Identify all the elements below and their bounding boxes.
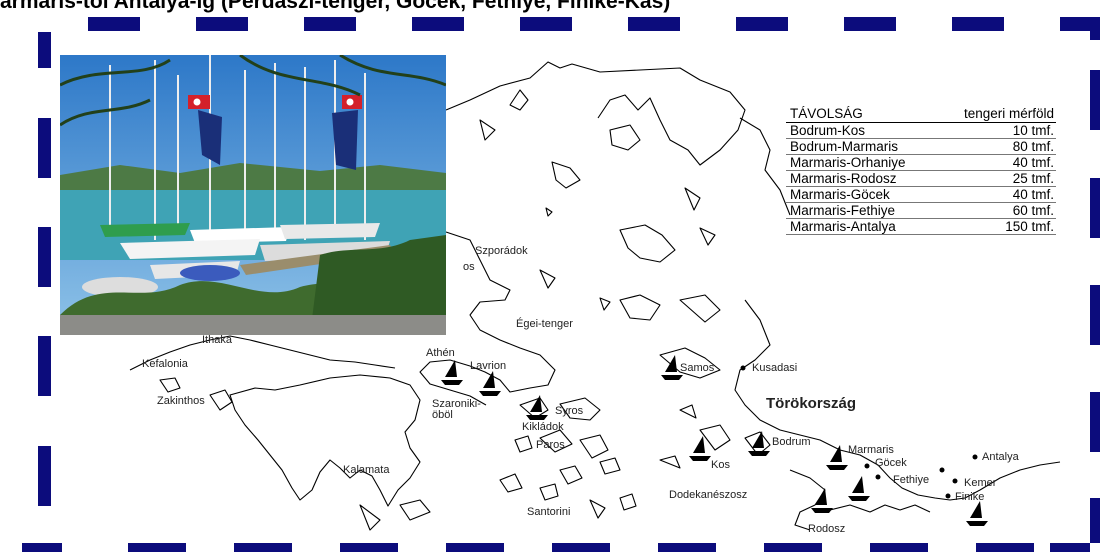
distance-route: Marmaris-Antalya bbox=[790, 219, 896, 234]
marina-photo-image bbox=[60, 55, 446, 335]
label-fethiye: Fethiye bbox=[893, 474, 929, 486]
label-dodekaneszosz: Dodekanészosz bbox=[669, 489, 747, 501]
distance-route: Marmaris-Orhaniye bbox=[790, 155, 906, 170]
label-szaroniki: Szaroniki- bbox=[432, 398, 481, 410]
label-bodrum: Bodrum bbox=[772, 436, 811, 448]
page-title: armaris-tól Antalya-ig (Perdaszi-tenger,… bbox=[0, 0, 671, 13]
distance-value: 150 tmf. bbox=[1005, 219, 1054, 234]
distance-value: 40 tmf. bbox=[1012, 187, 1054, 202]
label-kusadasi: Kusadasi bbox=[752, 362, 797, 374]
sailboat-icons bbox=[441, 355, 988, 526]
label-paros: Paros bbox=[536, 439, 565, 451]
distance-route: Marmaris-Göcek bbox=[790, 187, 890, 202]
label-kalamata: Kalamata bbox=[343, 464, 390, 476]
label-samos: Samos bbox=[680, 362, 715, 374]
distance-value: 25 tmf. bbox=[1012, 171, 1054, 186]
label-antalya: Antalya bbox=[982, 451, 1020, 463]
distance-table-header: TÁVOLSÁG tengeri mérföld bbox=[786, 106, 1056, 123]
label-rodosz: Rodosz bbox=[808, 523, 845, 535]
distance-value: 10 tmf. bbox=[1012, 123, 1054, 138]
distance-route: Marmaris-Rodosz bbox=[790, 171, 897, 186]
label-torokorszag: Törökország bbox=[766, 395, 856, 412]
distance-row: Marmaris-Orhaniye 40 tmf. bbox=[786, 155, 1056, 171]
label-zakinthos: Zakinthos bbox=[157, 395, 205, 407]
label-kemer: Kemer bbox=[964, 477, 997, 489]
label-szporadok-partial: os bbox=[463, 261, 475, 273]
label-lavrion: Lavrion bbox=[470, 360, 506, 372]
distance-row: Marmaris-Fethiye 60 tmf. bbox=[786, 203, 1056, 219]
label-athen: Athén bbox=[426, 347, 455, 359]
distance-row: Marmaris-Rodosz 25 tmf. bbox=[786, 171, 1056, 187]
label-syros: Syros bbox=[555, 405, 584, 417]
label-szporadok: Szporádok bbox=[475, 245, 528, 257]
distance-header-label: TÁVOLSÁG bbox=[790, 106, 863, 121]
distance-route: Bodrum-Kos bbox=[790, 123, 866, 138]
distance-header-unit: tengeri mérföld bbox=[963, 106, 1054, 121]
distance-row: Bodrum-Marmaris 80 tmf. bbox=[786, 139, 1056, 155]
distance-table: TÁVOLSÁG tengeri mérföld Bodrum-Kos 10 tm… bbox=[786, 106, 1056, 235]
label-santorini: Santorini bbox=[527, 506, 570, 518]
distance-value: 40 tmf. bbox=[1012, 155, 1054, 170]
label-kikladok: Kikládok bbox=[522, 421, 564, 433]
distance-row: Bodrum-Kos 10 tmf. bbox=[786, 123, 1056, 139]
distance-value: 60 tmf. bbox=[1012, 203, 1054, 218]
label-kos: Kos bbox=[711, 459, 730, 471]
label-obol: öböl bbox=[432, 409, 453, 421]
distance-row: Marmaris-Antalya 150 tmf. bbox=[786, 219, 1056, 235]
distance-route: Bodrum-Marmaris bbox=[790, 139, 899, 154]
distance-row: Marmaris-Göcek 40 tmf. bbox=[786, 187, 1056, 203]
marina-photo bbox=[60, 55, 446, 335]
label-gocek: Göcek bbox=[875, 457, 907, 469]
label-finike: Finike bbox=[955, 491, 984, 503]
label-egei-tenger: Égei-tenger bbox=[516, 317, 573, 330]
label-marmaris: Marmaris bbox=[848, 444, 894, 456]
label-kefalonia-partial: Ithaka bbox=[202, 334, 233, 346]
label-kefalonia: Kefalonia bbox=[142, 358, 189, 370]
distance-route: Marmaris-Fethiye bbox=[790, 203, 896, 218]
distance-value: 80 tmf. bbox=[1012, 139, 1054, 154]
